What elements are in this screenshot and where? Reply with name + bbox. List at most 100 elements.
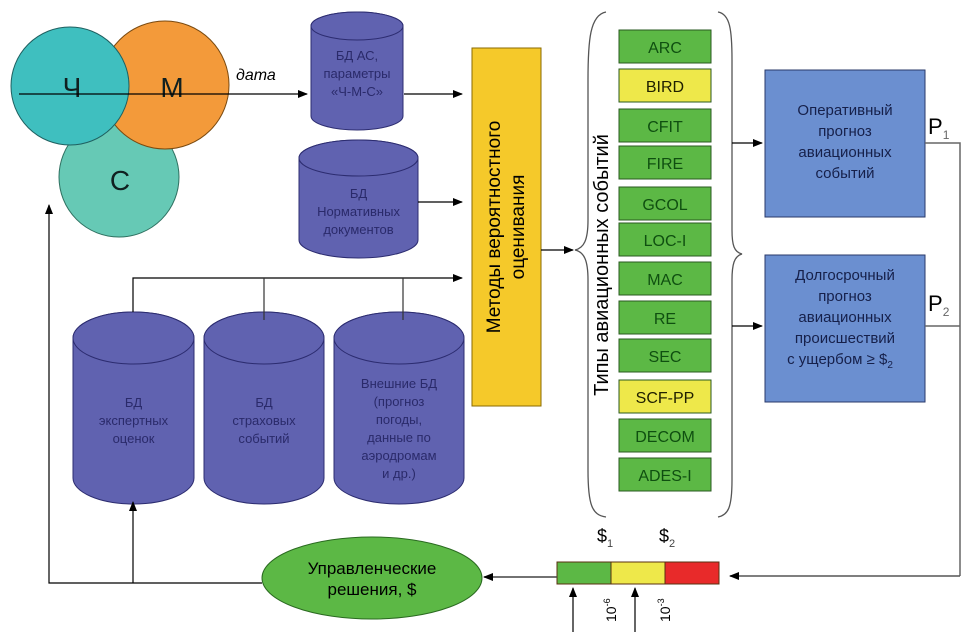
event-type-bird: BIRD (618, 68, 712, 103)
event-type-box (618, 222, 712, 257)
longterm-line1: Долгосрочный (795, 267, 895, 284)
operational-line3: авиационных (798, 144, 892, 161)
event-type-label: GCOL (642, 197, 687, 214)
db-label-line: параметры (324, 66, 391, 81)
db-label-line: экспертных (99, 413, 169, 428)
event-type-label: DECOM (635, 429, 695, 446)
event-type-box (618, 108, 712, 143)
event-type-loc-i: LOC-I (618, 222, 712, 257)
event-type-label: CFIT (647, 119, 683, 136)
operational-line2: прогноз (818, 123, 872, 140)
circle-m-label: М (160, 72, 183, 103)
event-type-gcol: GCOL (618, 186, 712, 221)
db-label-line: Нормативных (317, 204, 400, 219)
risk-scale-medium (610, 561, 666, 585)
event-type-box (618, 145, 712, 180)
event-type-box (618, 338, 712, 373)
event-type-label: LOC-I (644, 233, 687, 250)
methods-box (471, 47, 542, 407)
longterm-forecast-box (764, 254, 926, 403)
scale-bottom-label-2: 10-3 (656, 598, 673, 622)
bus-bottom-dbs (132, 274, 463, 312)
db-label-line: аэродромам (361, 448, 436, 463)
right-brace (717, 11, 743, 518)
db-expert: БД экспертных оценок (72, 311, 195, 505)
longterm-line2: прогноз (818, 288, 872, 305)
db-label-line: БД (255, 395, 273, 410)
event-type-box (618, 300, 712, 335)
p2-label: P2 (928, 291, 950, 319)
event-type-label: MAC (647, 272, 683, 289)
db-cylinder-top (333, 311, 465, 365)
db-label-line: «Ч-М-С» (331, 84, 383, 99)
event-type-label: BIRD (646, 79, 684, 96)
db-label-line: БД АС, (336, 48, 378, 63)
event-type-scf-pp: SCF-PP (618, 379, 712, 414)
decisions-ellipse (261, 536, 483, 620)
scale-top-label-1: $1 (597, 526, 613, 550)
p1-label: P1 (928, 114, 950, 142)
event-type-sec: SEC (618, 338, 712, 373)
event-type-fire: FIRE (618, 145, 712, 180)
db-insurance: БД страховых событий (203, 311, 325, 505)
event-type-label: FIRE (647, 156, 683, 173)
db-label-line: БД (350, 186, 368, 201)
db-label-line: БД (125, 395, 143, 410)
event-type-ades-i: ADES-I (618, 457, 712, 492)
event-type-re: RE (618, 300, 712, 335)
circle-ch (10, 26, 130, 146)
event-type-label: ADES-I (638, 468, 691, 485)
db-external: Внешние БД (прогноз погоды, данные по аэродр… (333, 311, 465, 505)
decisions-line1: Управленческие (308, 559, 437, 578)
event-type-box (618, 68, 712, 103)
longterm-line5: с ущербом ≥ $2 (787, 351, 893, 371)
event-type-box (618, 29, 712, 64)
event-type-label: ARC (648, 40, 682, 57)
data-label: дата (236, 67, 276, 84)
db-label-line: (прогноз (374, 394, 425, 409)
methods-label-line2: оценивания (508, 175, 529, 280)
db-label-line: событий (238, 431, 289, 446)
event-type-box (618, 186, 712, 221)
decisions-line2: решения, $ (328, 580, 418, 599)
db-label-line: Внешние БД (361, 376, 437, 391)
db-as-params: БД АС, параметры «Ч-М-С» (310, 11, 404, 131)
db-label-line: и др.) (382, 466, 416, 481)
event-type-box (618, 457, 712, 492)
methods-label-line1: Методы вероятностного (484, 121, 505, 334)
left-brace (574, 11, 607, 518)
operational-line1: Оперативный (797, 102, 892, 119)
db-label-line: данные по (367, 430, 431, 445)
db-cylinder-top (310, 11, 404, 41)
db-label-line: оценок (113, 431, 155, 446)
event-type-box (618, 261, 712, 296)
db-cylinder-top (72, 311, 195, 365)
operational-line4: событий (815, 165, 874, 182)
db-label-line: страховых (232, 413, 296, 428)
scale-bottom-label-1: 10-6 (602, 598, 619, 622)
event-type-label: SEC (649, 349, 682, 366)
db-label-line: погоды, (376, 412, 422, 427)
circle-ch-label: Ч (63, 72, 82, 103)
operational-forecast-box (764, 69, 926, 218)
event-type-mac: MAC (618, 261, 712, 296)
event-type-cfit: CFIT (618, 108, 712, 143)
event-types-title: Типы авиационных событий (591, 134, 613, 396)
db-normative: БД Нормативных документов (298, 139, 419, 259)
risk-scale-low (556, 561, 612, 585)
event-type-decom: DECOM (618, 418, 712, 453)
db-label-line: документов (323, 222, 393, 237)
p1-line (925, 142, 961, 576)
event-type-arc: ARC (618, 29, 712, 64)
scale-top-label-2: $2 (659, 526, 675, 550)
event-type-label: RE (654, 311, 676, 328)
event-type-label: SCF-PP (636, 390, 695, 407)
db-cylinder-top (298, 139, 419, 177)
risk-scale-high (664, 561, 720, 585)
circle-s-label: С (110, 165, 130, 196)
event-type-box (618, 379, 712, 414)
longterm-line3: авиационных (798, 309, 892, 326)
feedback-to-circles (45, 204, 262, 584)
event-type-box (618, 418, 712, 453)
